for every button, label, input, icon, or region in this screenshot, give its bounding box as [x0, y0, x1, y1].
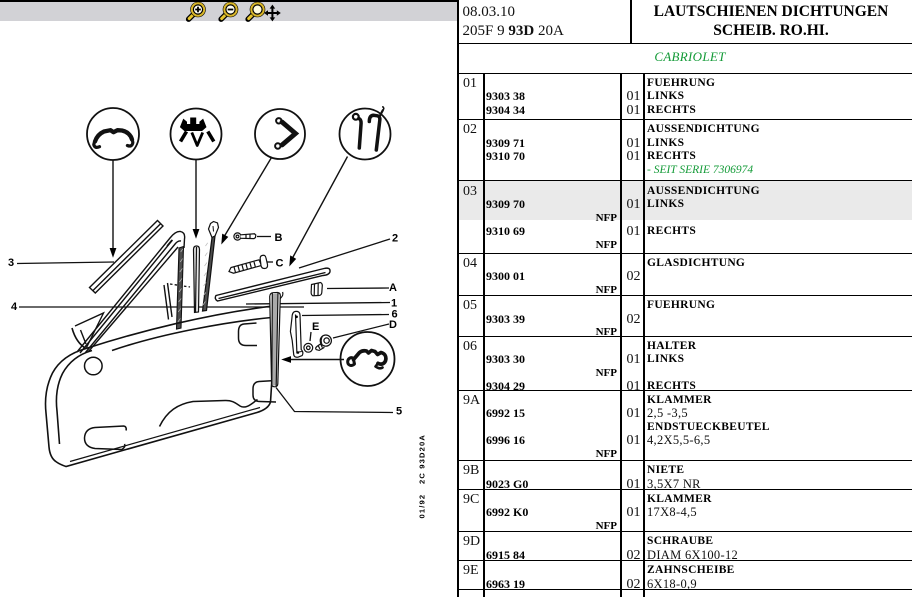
svg-text:4: 4 — [11, 301, 18, 313]
svg-text:A: A — [389, 282, 397, 294]
svg-text:E: E — [312, 321, 319, 333]
svg-text:6: 6 — [392, 309, 398, 321]
svg-text:C: C — [276, 258, 284, 270]
svg-text:2: 2 — [392, 233, 398, 245]
svg-text:3: 3 — [8, 257, 14, 269]
svg-text:5: 5 — [396, 406, 402, 418]
svg-text:D: D — [389, 319, 397, 331]
svg-text:01/92 2C 93D20A: 01/92 2C 93D20A — [418, 434, 427, 519]
svg-text:B: B — [275, 232, 283, 244]
svg-text:1: 1 — [391, 298, 397, 310]
